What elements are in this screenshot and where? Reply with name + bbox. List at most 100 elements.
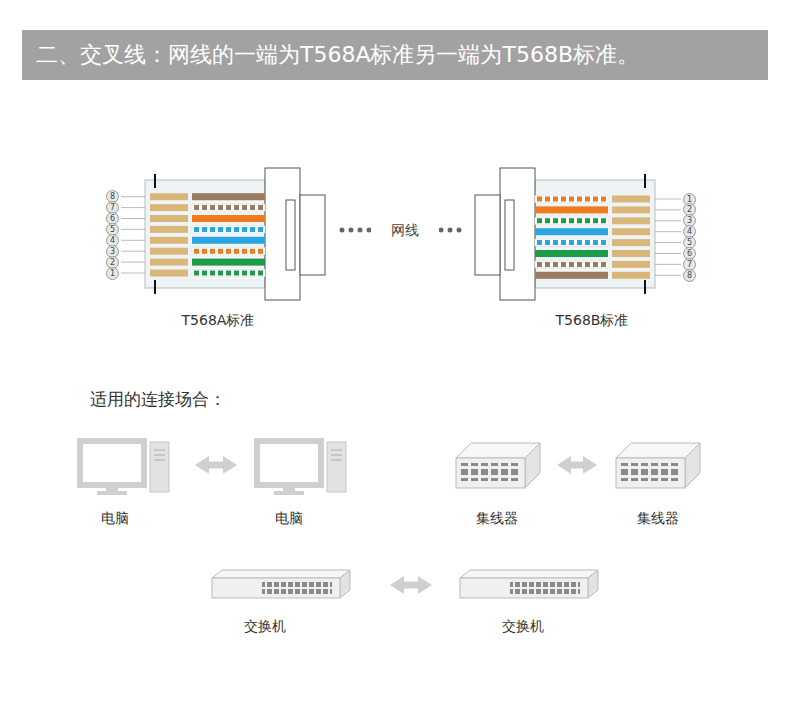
leader-line: [121, 218, 145, 219]
plug-body: [145, 180, 265, 288]
pin-contact: [612, 217, 650, 224]
pc-tower: [327, 442, 346, 492]
leader-line: [655, 231, 681, 232]
leader-line: [655, 275, 681, 276]
computer-icon: [80, 441, 169, 495]
wire: [535, 250, 608, 257]
pin-contact: [612, 228, 650, 235]
device-node: 交换机: [205, 560, 378, 640]
wire: [535, 239, 608, 246]
leader-line: [121, 229, 145, 230]
leader-line: [655, 242, 681, 243]
wire-stripe: [194, 271, 263, 276]
switch-icon: [212, 570, 350, 598]
plug-mark: [644, 174, 646, 188]
wire-stripe: [194, 205, 263, 210]
callout-number: 8: [683, 269, 696, 282]
pin-contact: [612, 272, 650, 279]
pin-contact: [150, 215, 188, 222]
wire: [192, 204, 265, 211]
wire: [192, 270, 265, 277]
pin-contact: [150, 259, 188, 266]
wire: [192, 248, 265, 255]
double-arrow: [401, 582, 421, 589]
plug-tab: [475, 195, 500, 275]
plug-mark: [644, 280, 646, 294]
plug-mark: [154, 280, 156, 294]
device-label: T568B标准: [556, 310, 629, 330]
device-node: 电脑: [78, 432, 183, 528]
switch-ports: [510, 581, 580, 595]
plug-body: [535, 180, 655, 288]
connector-node: T568A标准: [100, 168, 330, 332]
switch-icon: [460, 570, 598, 598]
pin-contact: [150, 193, 188, 200]
device-label: 交换机: [502, 616, 544, 636]
pin-contact: [612, 196, 650, 203]
monitor-base: [274, 491, 304, 495]
device-node: 集线器: [609, 432, 705, 528]
wire: [192, 226, 265, 233]
plug-tab: [300, 195, 325, 275]
monitor: [257, 441, 321, 485]
hub-front: [456, 458, 525, 488]
wire: [192, 237, 265, 244]
wire-pairs: [121, 193, 681, 279]
title-text: 二、交叉线：网线的一端为T568A标准另一端为T568B标准。: [36, 30, 639, 80]
switch-ports: [262, 581, 332, 595]
wire-stripe: [537, 262, 606, 267]
pin-contact: [150, 204, 188, 211]
device-label: 电脑: [275, 508, 303, 528]
device-label: 集线器: [476, 508, 518, 528]
leader-line: [121, 251, 145, 252]
hub-side: [525, 443, 540, 488]
double-arrow: [568, 462, 586, 469]
monitor-base: [97, 491, 127, 495]
leader-line: [655, 264, 681, 265]
leader-line: [121, 273, 145, 274]
wire: [535, 261, 608, 268]
wire: [535, 272, 608, 279]
switch-top: [460, 570, 598, 578]
switch-front: [212, 578, 340, 598]
tower-slots: [154, 450, 165, 460]
pin-contact: [150, 237, 188, 244]
pin-contact: [612, 239, 650, 246]
rj45-plug-b: [475, 168, 655, 300]
wire-stripe: [194, 249, 263, 254]
callout-number: 1: [106, 267, 119, 280]
computer-icon: [257, 441, 346, 495]
section-heading: 适用的连接场合：: [90, 388, 226, 411]
double-arrow: [206, 462, 226, 469]
hub-ports: [620, 463, 680, 481]
hub-front: [616, 458, 685, 488]
switch-side: [340, 570, 350, 598]
device-label: T568A标准: [182, 310, 255, 330]
pin-contact: [150, 226, 188, 233]
wire: [535, 206, 608, 213]
device-node: 集线器: [450, 432, 545, 528]
leader-line: [655, 199, 681, 200]
device-node: 交换机: [444, 560, 605, 640]
device-node: 电脑: [249, 432, 350, 528]
leader-line: [121, 207, 145, 208]
wire: [192, 259, 265, 266]
leader-line: [121, 240, 145, 241]
switch-top: [212, 570, 350, 578]
wire: [535, 228, 608, 235]
pc-tower: [150, 442, 169, 492]
pin-contact: [612, 250, 650, 257]
wire-stripe: [537, 240, 606, 245]
pin-contact: [150, 270, 188, 277]
wire-stripe: [537, 197, 606, 202]
switch-front: [460, 578, 588, 598]
tower-slots: [331, 450, 342, 460]
leader-line: [655, 253, 681, 254]
wire-stripe: [537, 218, 606, 223]
pin-contact: [612, 206, 650, 213]
device-label: 电脑: [101, 508, 129, 528]
wire: [535, 217, 608, 224]
hub-side: [685, 443, 700, 488]
